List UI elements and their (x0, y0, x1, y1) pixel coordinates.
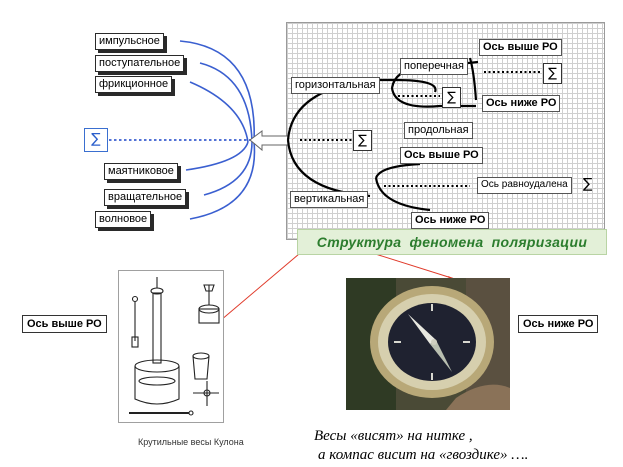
bottom-text-line2: а компас висит на «гвоздике» …. (318, 447, 529, 463)
sigma-vertical: ∑ (583, 176, 593, 192)
left-item-wave: волновое (95, 211, 152, 228)
torsion-balance-drawing (129, 277, 220, 416)
label-axis-below-1: Ось ниже РО (482, 95, 561, 112)
apparatus-caption: Крутильные весы Кулона (138, 437, 244, 447)
label-vertical: вертикальная (290, 191, 369, 208)
left-fan-curves (179, 40, 256, 220)
compass-drawing (346, 278, 510, 410)
label-horizontal: горизонтальная (291, 77, 380, 94)
compass-axis-label: Ось ниже РО (518, 315, 599, 333)
label-longitudinal: продольная (404, 122, 473, 139)
left-item-pendulum: маятниковое (104, 163, 178, 180)
sigma-transverse: ∑ (543, 63, 562, 84)
sigma-left: ∑ (84, 128, 108, 152)
label-transverse: поперечная (400, 58, 468, 75)
caption-polarization: Структура феномена поляризации (297, 229, 607, 255)
left-item-impulse: импульсное (95, 33, 164, 50)
sigma-root: ∑ (353, 130, 372, 151)
label-axis-equidistant: Ось равноудалена (477, 177, 572, 194)
label-axis-above-2: Ось выше РО (400, 147, 483, 164)
label-axis-below-2: Ось ниже РО (411, 212, 490, 229)
bottom-text-line1: Весы «висят» на нитке , (314, 428, 473, 444)
left-item-friction: фрикционное (95, 76, 173, 93)
sigma-horizontal: ∑ (442, 87, 461, 108)
apparatus-axis-label: Ось выше РО (22, 315, 107, 333)
torsion-balance-image (118, 270, 224, 423)
left-item-translational: поступательное (95, 55, 185, 72)
hollow-arrow (249, 130, 289, 152)
label-axis-above-1: Ось выше РО (479, 39, 562, 56)
left-item-rotational: вращательное (104, 189, 187, 206)
tree-dotted-lines (300, 71, 542, 187)
compass-photo (346, 278, 510, 410)
